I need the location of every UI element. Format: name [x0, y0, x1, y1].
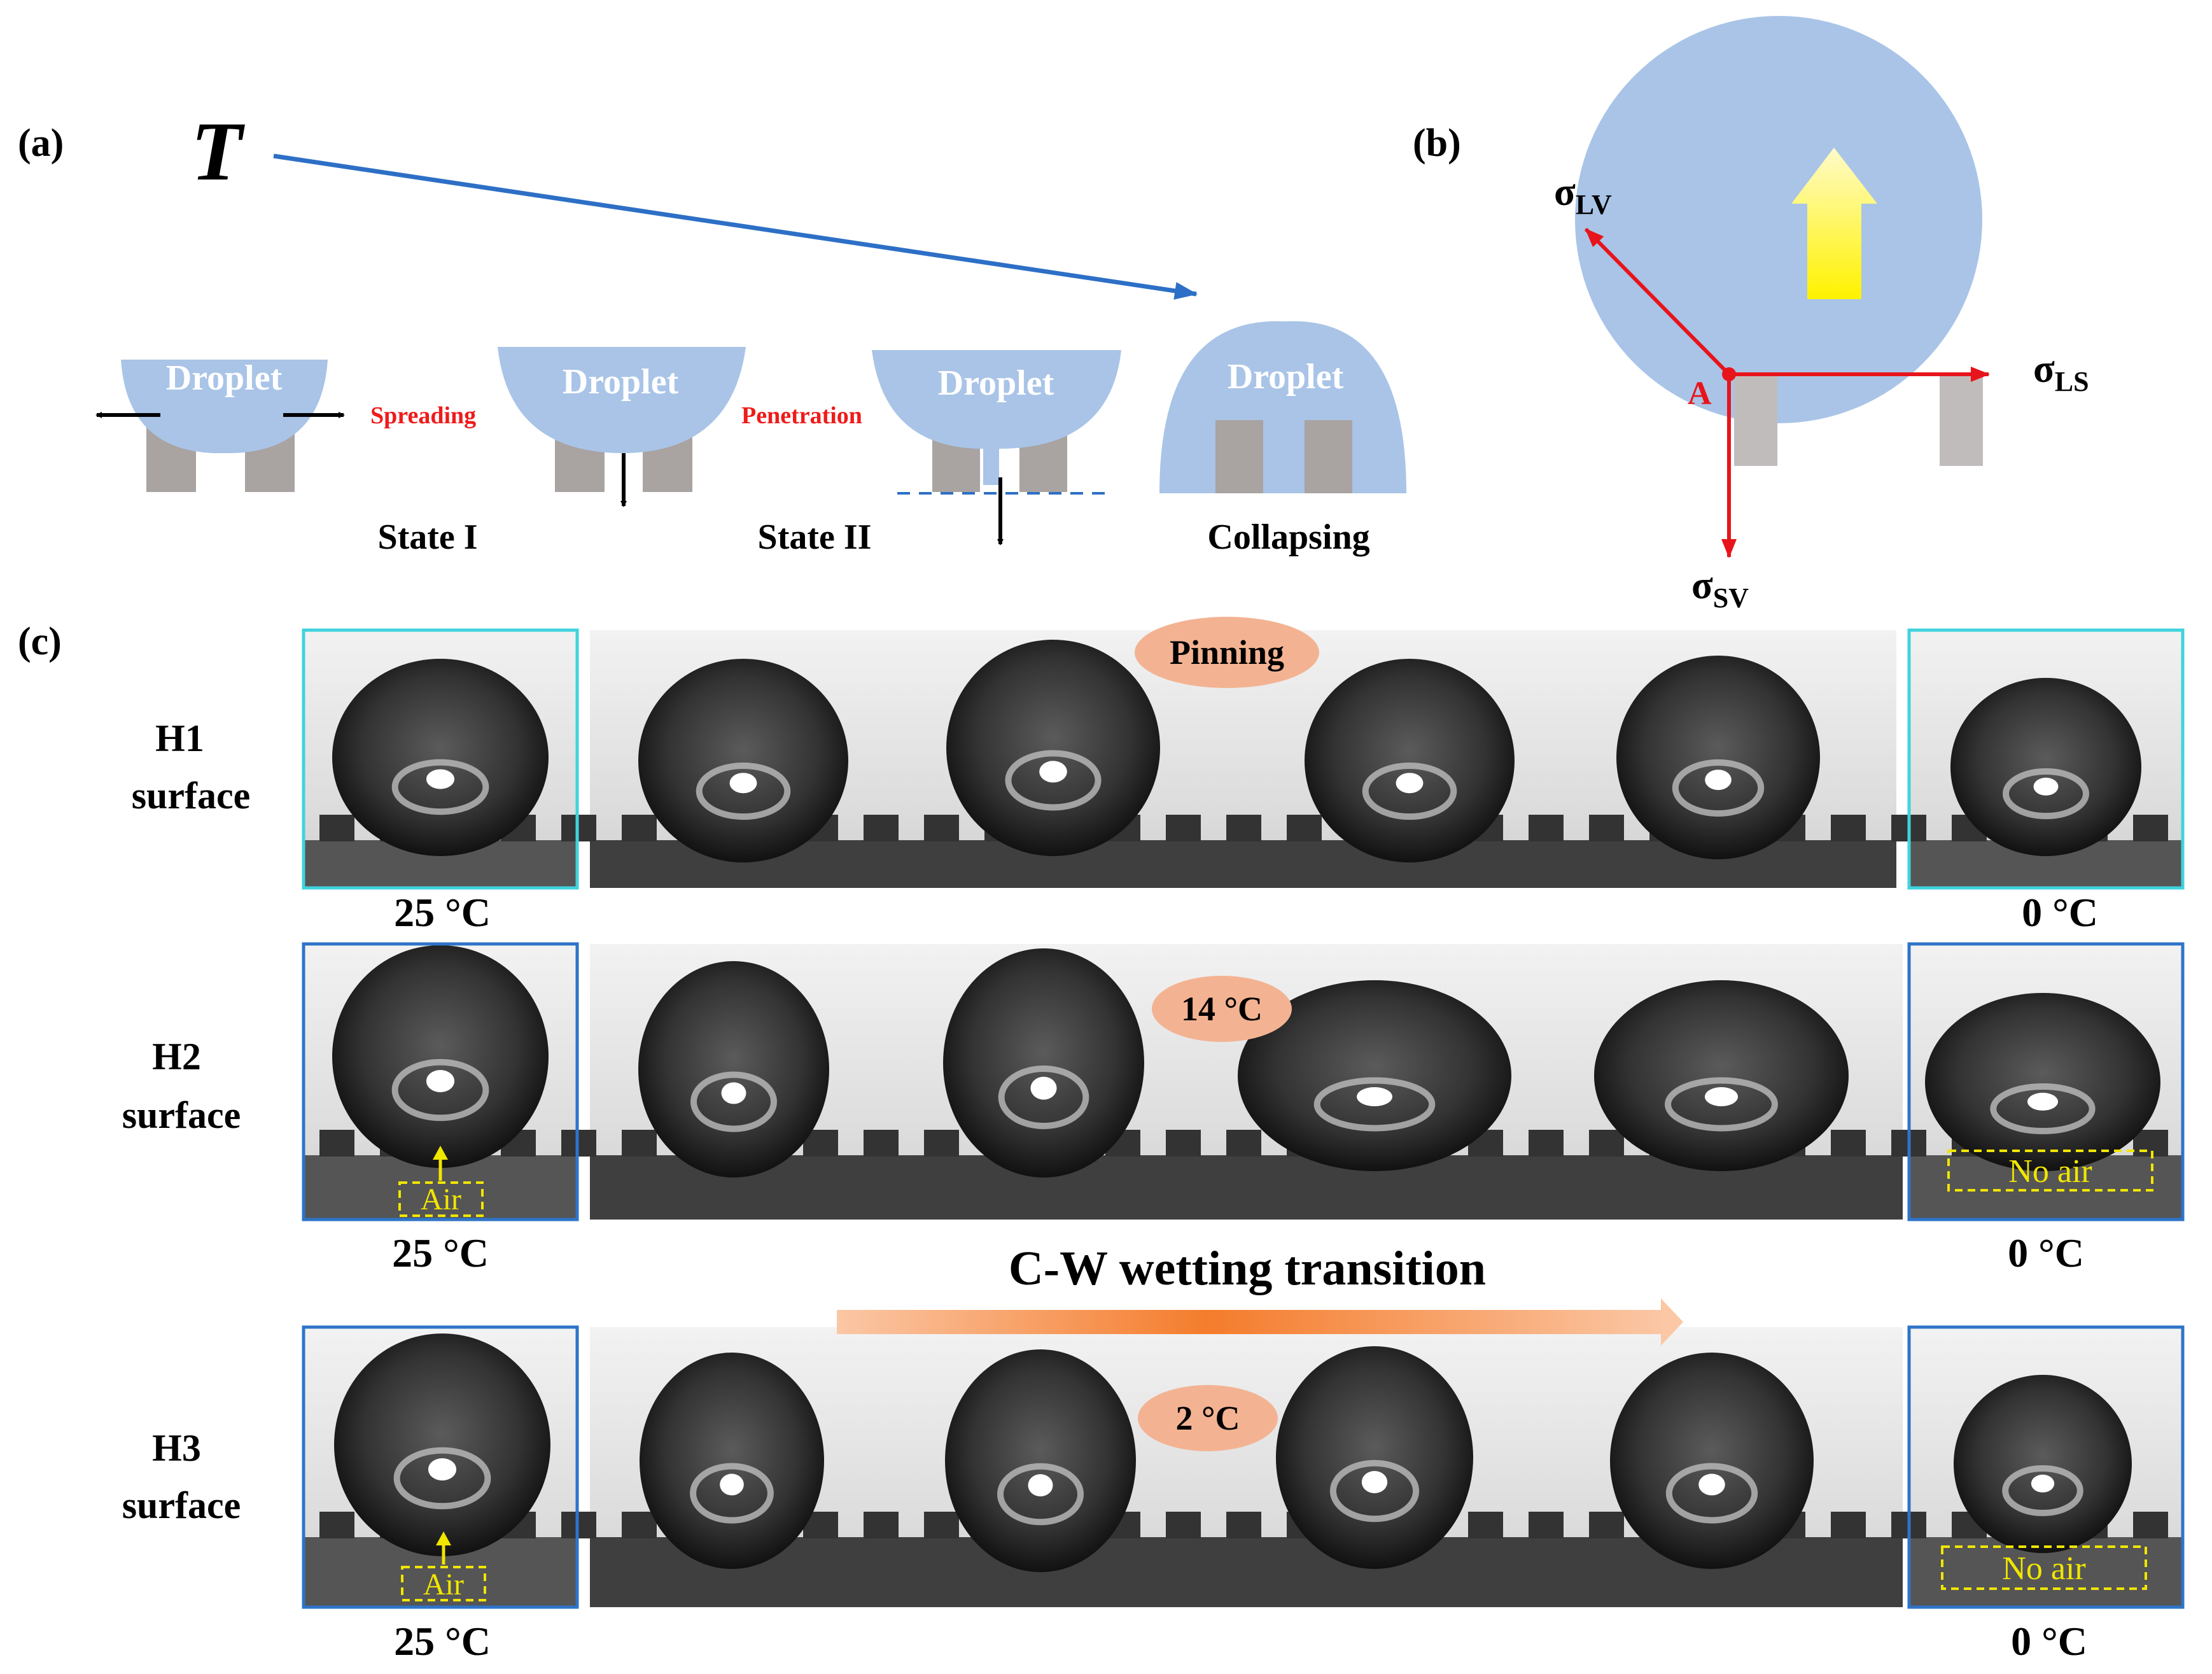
h3-right-frame	[1907, 1325, 2185, 1609]
droplet-label: Droplet	[1228, 357, 1344, 397]
h2-left-frame	[302, 942, 579, 1221]
h3-air-annotation: Air	[401, 1531, 486, 1601]
sigma-sv-label: σSV	[1691, 564, 1749, 614]
badge-text: 14 °C	[1181, 990, 1263, 1028]
force-balance-diagram	[1575, 16, 1990, 558]
h2-right-temp: 0 °C	[2008, 1230, 2084, 1276]
h3-left-temp: 25 °C	[394, 1619, 491, 1664]
temperature-symbol: T	[191, 104, 245, 198]
air-label: Air	[421, 1183, 461, 1216]
state-1-label: State I	[377, 517, 477, 557]
h2-temp-badge: 14 °C	[1152, 976, 1292, 1042]
state-1-schematic: Droplet	[95, 358, 345, 492]
h2-photo-strip	[304, 944, 2183, 1220]
row-h3-label: H3 surface	[122, 1427, 241, 1526]
droplet-circle	[1575, 16, 1982, 423]
h1-photo-strip	[304, 630, 2183, 888]
row-h2-label: H2 surface	[122, 1036, 241, 1136]
h1-left-temp: 25 °C	[394, 890, 491, 935]
h2-no-air-annotation: No air	[1947, 1150, 2153, 1192]
state-2-label: State II	[758, 517, 872, 557]
no-air-label: No air	[2002, 1551, 2085, 1587]
pinning-badge: Pinning	[1135, 617, 1319, 688]
h3-no-air-annotation: No air	[1941, 1545, 2147, 1590]
h1-right-frame	[1907, 628, 2185, 890]
air-label: Air	[423, 1568, 464, 1601]
transition-arrow	[837, 1298, 1683, 1346]
droplet-label: Droplet	[166, 358, 283, 398]
transition-label: C-W wetting transition	[1009, 1242, 1486, 1295]
temperature-arrow	[273, 153, 1198, 300]
no-air-label: No air	[2008, 1153, 2092, 1190]
panel-b-label: (b)	[1413, 122, 1461, 165]
spreading-label: Spreading	[370, 402, 476, 429]
point-a-label: A	[1688, 376, 1712, 412]
state-2-droplet: Droplet	[872, 350, 1121, 545]
h3-right-temp: 0 °C	[2011, 1619, 2087, 1664]
state-1-droplet: Droplet	[498, 347, 746, 507]
sigma-lv-label: σLV	[1554, 171, 1612, 220]
h1-right-temp: 0 °C	[2022, 890, 2098, 935]
penetration-label: Penetration	[741, 402, 862, 429]
collapsing-label: Collapsing	[1207, 517, 1369, 557]
contact-point	[1722, 367, 1736, 381]
sigma-ls-label: σLS	[2033, 348, 2089, 397]
h2-air-annotation: Air	[398, 1146, 484, 1217]
badge-text: 2 °C	[1175, 1399, 1240, 1437]
panel-c-label: (c)	[18, 620, 62, 663]
badge-text: Pinning	[1170, 633, 1284, 672]
h3-photo-strip	[304, 1327, 2183, 1607]
panel-a-label: (a)	[18, 122, 64, 165]
h2-right-frame	[1907, 942, 2185, 1221]
rise-arrow	[1791, 148, 1877, 299]
row-h1-label: H1 surface	[132, 717, 251, 817]
h3-temp-badge: 2 °C	[1138, 1385, 1278, 1451]
collapsing-droplet: Droplet	[1159, 321, 1406, 493]
droplet-label: Droplet	[563, 362, 679, 402]
h2-left-temp: 25 °C	[392, 1230, 489, 1276]
h3-left-frame	[302, 1325, 579, 1609]
sigma-lv-arrow	[1584, 227, 1731, 376]
h1-left-frame	[302, 628, 579, 890]
droplet-label: Droplet	[938, 363, 1054, 403]
